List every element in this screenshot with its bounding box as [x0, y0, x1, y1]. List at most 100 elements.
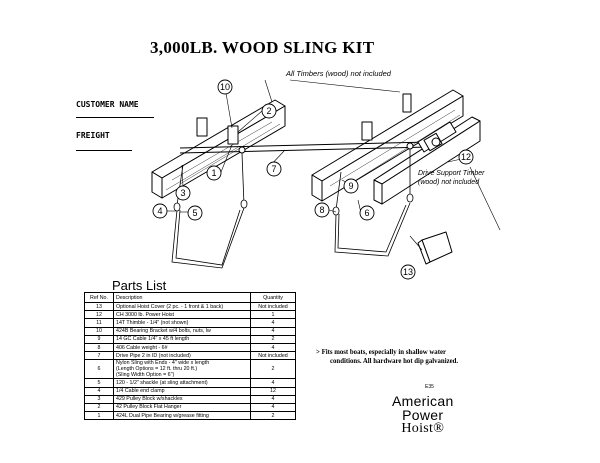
- part-ref: 5: [84, 378, 114, 388]
- part-description: 14 GC Cable 1/4" x 45 ft length: [113, 334, 251, 344]
- freight-line: [76, 150, 132, 151]
- part-quantity: 4: [250, 326, 296, 336]
- hoist-cover: [417, 231, 453, 265]
- part-ref: 2: [84, 402, 114, 413]
- part-description-line: 406 Cable weight - 6#: [116, 344, 168, 351]
- part-description: 42 Pulley Block Flat Hanger: [113, 402, 251, 413]
- parts-header-row: Ref No. Description Quantity: [84, 292, 296, 303]
- part-quantity: 2: [250, 334, 296, 344]
- svg-text:7: 7: [271, 164, 276, 174]
- part-description-line: 42 Pulley Block Flat Hanger: [116, 404, 182, 411]
- part-quantity: 4: [250, 378, 296, 388]
- part-description-line: 120 - 1/2" shackle (at sling attachment): [116, 379, 208, 386]
- svg-text:8: 8: [319, 205, 324, 215]
- svg-text:13: 13: [403, 267, 413, 277]
- svg-text:1: 1: [211, 168, 216, 178]
- drive-support-note-line1: Drive Support Timber: [418, 170, 485, 177]
- parts-list-title: Parts List: [112, 278, 167, 293]
- part-quantity: 2: [250, 411, 296, 421]
- part-description-line: 14 GC Cable 1/4" x 45 ft length: [116, 336, 190, 343]
- part-description-line: Drive Pipe 2 in ID (not included): [116, 352, 191, 359]
- part-description: CH 3000 lb. Power Hoist: [113, 310, 251, 320]
- part-description-line: 1/4 Cable end clamp: [116, 388, 165, 395]
- part-description: 424B Bearing Bracket w/4 bolts, nuts, lw: [113, 326, 251, 336]
- features-note-line2: conditions. All hardware hot dip galvani…: [330, 358, 459, 365]
- callout-6: 6: [359, 205, 375, 221]
- part-ref: 12: [84, 310, 114, 320]
- part-ref: 1: [84, 411, 114, 421]
- part-ref: 9: [84, 334, 114, 344]
- callout-3: 3: [175, 185, 191, 201]
- bearing-brackets: [196, 93, 414, 154]
- svg-text:10: 10: [220, 82, 230, 92]
- catalog-code: E35: [425, 384, 434, 390]
- part-description-line: (Length Options = 12 ft. thru 20 ft.): [116, 366, 198, 373]
- part-description: Optional Hoist Cover (2 pc. - 1 front & …: [113, 301, 251, 312]
- svg-text:2: 2: [266, 106, 271, 116]
- part-ref: 13: [84, 301, 114, 312]
- part-description-line: Optional Hoist Cover (2 pc. - 1 front & …: [116, 303, 224, 310]
- callout-5: 5: [187, 205, 203, 221]
- pulley-blocks: [173, 193, 414, 216]
- header-description: Description: [113, 292, 251, 303]
- part-description-line: 424L Dual Pipe Bearing w/grease fitting: [116, 412, 209, 419]
- part-quantity: 4: [250, 402, 296, 413]
- part-quantity: 4: [250, 318, 296, 328]
- part-description-line: 14T Thimble - 1/4" (not shown): [116, 319, 189, 326]
- american-power-hoist-logo: American Power Hoist®: [392, 394, 454, 436]
- callout-10: 10: [217, 79, 233, 95]
- part-quantity: 2: [250, 359, 296, 380]
- logo-line2: Power: [402, 407, 444, 423]
- part-ref: 6: [84, 359, 114, 380]
- callout-12: 12: [458, 149, 474, 165]
- part-ref: 3: [84, 394, 114, 404]
- part-quantity: 4: [250, 394, 296, 404]
- leader-lines: [166, 79, 501, 251]
- part-description: Nylon Sling with Ends - 4" wide x length…: [113, 359, 251, 380]
- part-description: Drive Pipe 2 in ID (not included): [113, 351, 251, 361]
- drive-support-note-line2: (wood) not included: [418, 179, 480, 186]
- callout-1: 1: [206, 165, 222, 181]
- drive-pipe: [179, 141, 431, 154]
- callout-2: 2: [261, 103, 277, 119]
- svg-text:6: 6: [364, 208, 369, 218]
- header-quantity: Quantity: [250, 292, 296, 303]
- callout-8: 8: [314, 202, 330, 218]
- callout-7: 7: [266, 161, 282, 177]
- right-sling: [334, 149, 411, 257]
- part-description: 424L Dual Pipe Bearing w/grease fitting: [113, 411, 251, 421]
- drive-support-note: Drive Support Timber (wood) not included: [418, 169, 508, 187]
- part-description-line: (Sling Width Option = 6"): [116, 372, 175, 379]
- timbers-note: All Timbers (wood) not included: [286, 69, 391, 78]
- part-quantity: Not included: [250, 301, 296, 312]
- part-ref: 8: [84, 342, 114, 353]
- power-hoist: [417, 121, 457, 153]
- svg-text:4: 4: [157, 206, 162, 216]
- part-description: 1/4 Cable end clamp: [113, 386, 251, 396]
- features-note-line1: > Fits most boats, especially in shallow…: [316, 349, 446, 356]
- customer-name-label: CUSTOMER NAME: [76, 100, 139, 109]
- part-quantity: Not included: [250, 351, 296, 361]
- part-ref: 4: [84, 386, 114, 396]
- svg-text:3: 3: [180, 188, 185, 198]
- right-timber: [311, 89, 464, 202]
- callout-13: 13: [400, 264, 416, 280]
- part-description: 406 Cable weight - 6#: [113, 342, 251, 353]
- part-description-line: 429 Pulley Block w/shackles: [116, 396, 183, 403]
- part-ref: 10: [84, 326, 114, 336]
- logo-line3: Hoist®: [401, 421, 445, 436]
- customer-name-line: [76, 117, 154, 118]
